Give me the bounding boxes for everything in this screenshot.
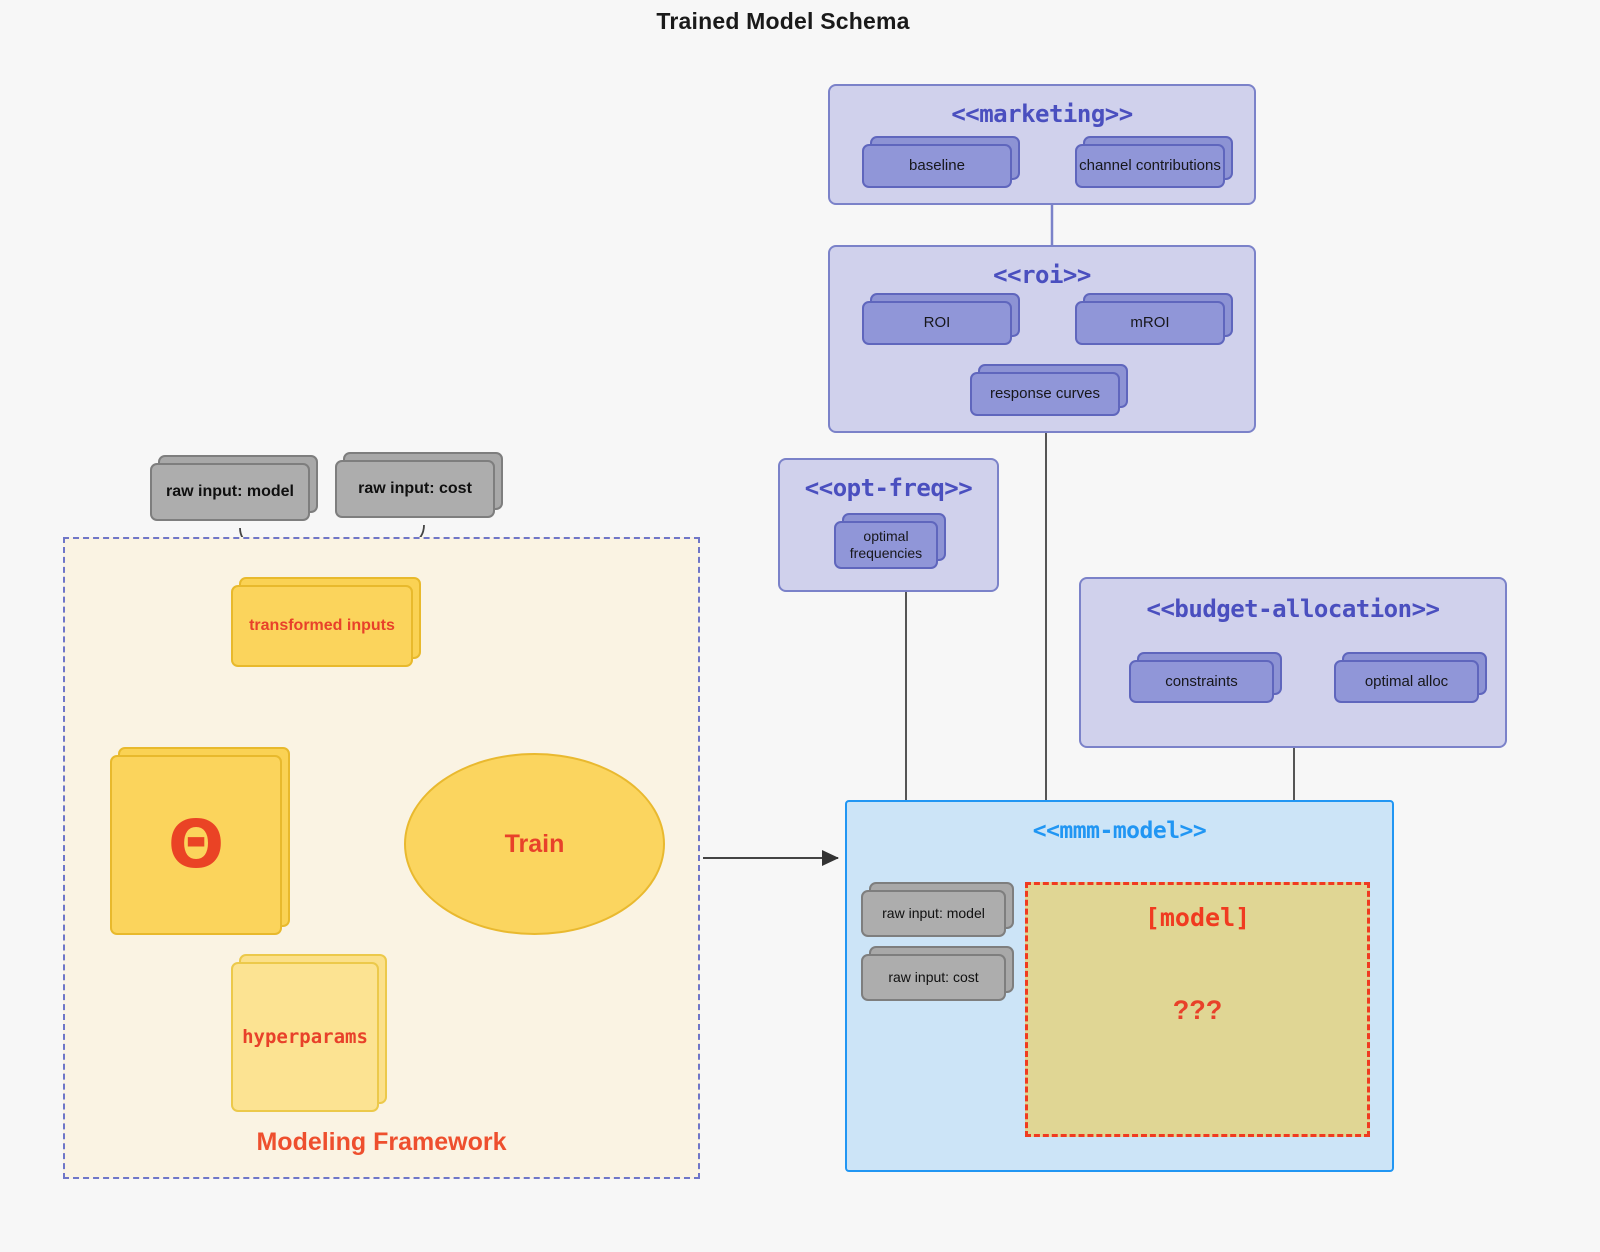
node-roi[interactable]: ROI xyxy=(862,293,1020,345)
node-constraints[interactable]: constraints xyxy=(1129,652,1282,703)
raw-input-model-label: raw input: model xyxy=(150,463,310,521)
node-optimal-alloc[interactable]: optimal alloc xyxy=(1334,652,1487,703)
node-baseline[interactable]: baseline xyxy=(862,136,1020,188)
package-roi-title: <<roi>> xyxy=(993,261,1091,289)
node-mroi-label: mROI xyxy=(1075,301,1225,345)
mmm-raw-input-cost-card[interactable]: raw input: cost xyxy=(861,946,1014,1001)
hyperparams-label: hyperparams xyxy=(231,962,379,1112)
modeling-framework-label: Modeling Framework xyxy=(256,1128,507,1156)
node-optimal-alloc-label: optimal alloc xyxy=(1334,660,1479,703)
node-channel-contributions-label: channel contributions xyxy=(1075,144,1225,188)
model-unknown-marker: ??? xyxy=(1172,995,1223,1025)
theta-card[interactable]: Θ xyxy=(110,747,290,935)
node-baseline-label: baseline xyxy=(862,144,1012,188)
node-mroi[interactable]: mROI xyxy=(1075,293,1233,345)
package-roi[interactable]: <<roi>> ROI mROI response curves xyxy=(828,245,1256,433)
raw-input-model-card[interactable]: raw input: model xyxy=(150,455,318,521)
package-opt-freq-title: <<opt-freq>> xyxy=(804,474,973,502)
node-channel-contributions[interactable]: channel contributions xyxy=(1075,136,1233,188)
model-placeholder-label: [model] xyxy=(1144,903,1251,932)
train-label: Train xyxy=(504,829,565,858)
page-title: Trained Model Schema xyxy=(656,8,910,34)
node-optimal-frequencies[interactable]: optimal frequencies xyxy=(834,513,946,569)
hyperparams-card[interactable]: hyperparams xyxy=(231,954,387,1112)
node-response-curves[interactable]: response curves xyxy=(970,364,1128,416)
train-node[interactable]: Train xyxy=(404,753,665,935)
transformed-inputs-card[interactable]: transformed inputs xyxy=(231,577,421,667)
package-opt-freq[interactable]: <<opt-freq>> optimal frequencies xyxy=(778,458,999,592)
theta-symbol: Θ xyxy=(110,755,282,935)
mmm-raw-input-cost-label: raw input: cost xyxy=(861,954,1006,1001)
model-placeholder-box[interactable]: [model] ??? xyxy=(1025,882,1370,1137)
node-response-curves-label: response curves xyxy=(970,372,1120,416)
node-roi-label: ROI xyxy=(862,301,1012,345)
transformed-inputs-label: transformed inputs xyxy=(231,585,413,667)
raw-input-cost-card[interactable]: raw input: cost xyxy=(335,452,503,518)
package-marketing[interactable]: <<marketing>> baseline channel contribut… xyxy=(828,84,1256,205)
node-constraints-label: constraints xyxy=(1129,660,1274,703)
node-optimal-frequencies-label: optimal frequencies xyxy=(834,521,938,569)
package-budget-allocation-title: <<budget-allocation>> xyxy=(1146,595,1440,623)
mmm-raw-input-model-card[interactable]: raw input: model xyxy=(861,882,1014,937)
package-budget-allocation[interactable]: <<budget-allocation>> constraints optima… xyxy=(1079,577,1507,748)
mmm-raw-input-model-label: raw input: model xyxy=(861,890,1006,937)
package-marketing-title: <<marketing>> xyxy=(951,100,1133,128)
package-mmm-model-title: <<mmm-model>> xyxy=(1032,818,1207,844)
raw-input-cost-label: raw input: cost xyxy=(335,460,495,518)
